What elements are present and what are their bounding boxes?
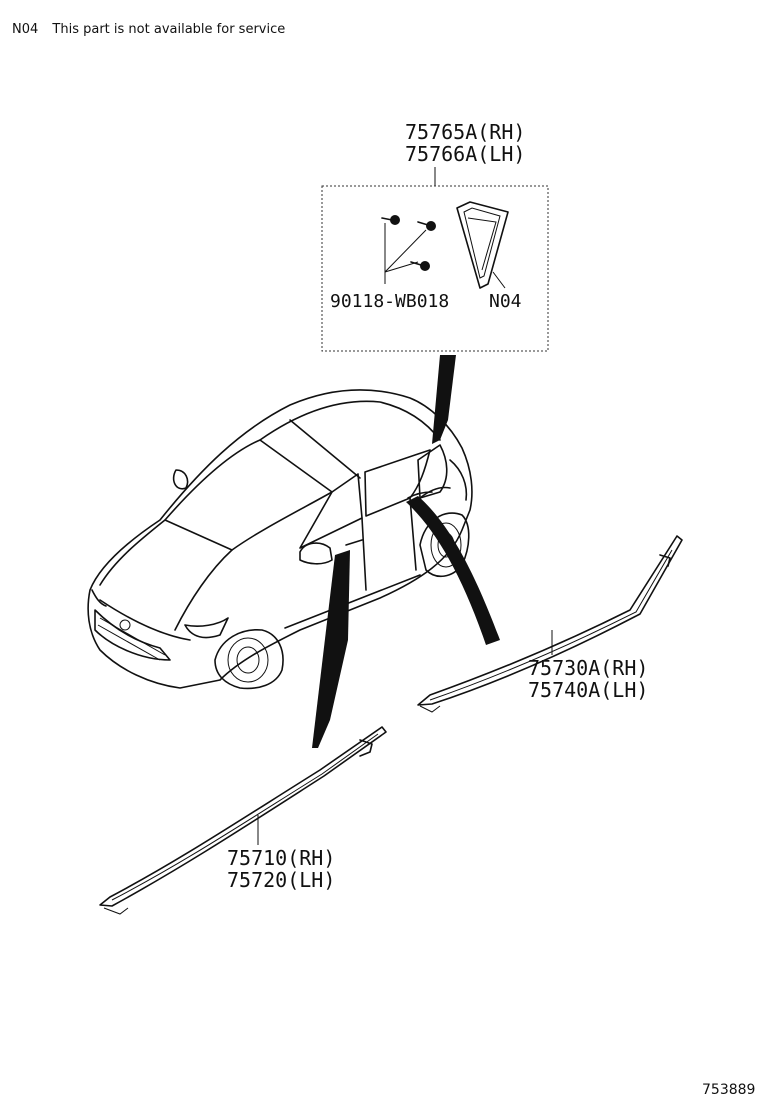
part-number-75765a[interactable]: 75765A(RH): [405, 120, 525, 144]
part-number-90118[interactable]: 90118-WB018: [330, 291, 449, 312]
leader-line: [492, 271, 506, 289]
front-belt-moulding: [99, 726, 387, 915]
bolt-icon: [381, 215, 436, 271]
part-number-75740a[interactable]: 75740A(LH): [528, 678, 648, 702]
illustration-id: 753889: [702, 1082, 755, 1098]
service-note-code: N04: [12, 22, 39, 37]
quarter-glass-icon: [456, 201, 509, 289]
service-note-text: This part is not available for service: [52, 22, 286, 37]
quarter-window-callout: 75765A(RH) 75766A(LH) 90118-WB018 N04: [321, 120, 549, 352]
car-illustration: [87, 389, 473, 690]
service-note: N04 This part is not available for servi…: [12, 22, 285, 37]
part-number-75730a[interactable]: 75730A(RH): [528, 656, 648, 680]
bolt-leader-lines: [384, 223, 427, 284]
location-pointers: [312, 355, 500, 748]
rear-belt-moulding: [417, 535, 683, 713]
part-number-75720[interactable]: 75720(LH): [227, 868, 335, 892]
detail-box: [321, 185, 549, 352]
part-number-75766a[interactable]: 75766A(LH): [405, 142, 525, 166]
not-serviceable-mark[interactable]: N04: [489, 291, 522, 312]
part-number-75710[interactable]: 75710(RH): [227, 846, 335, 870]
